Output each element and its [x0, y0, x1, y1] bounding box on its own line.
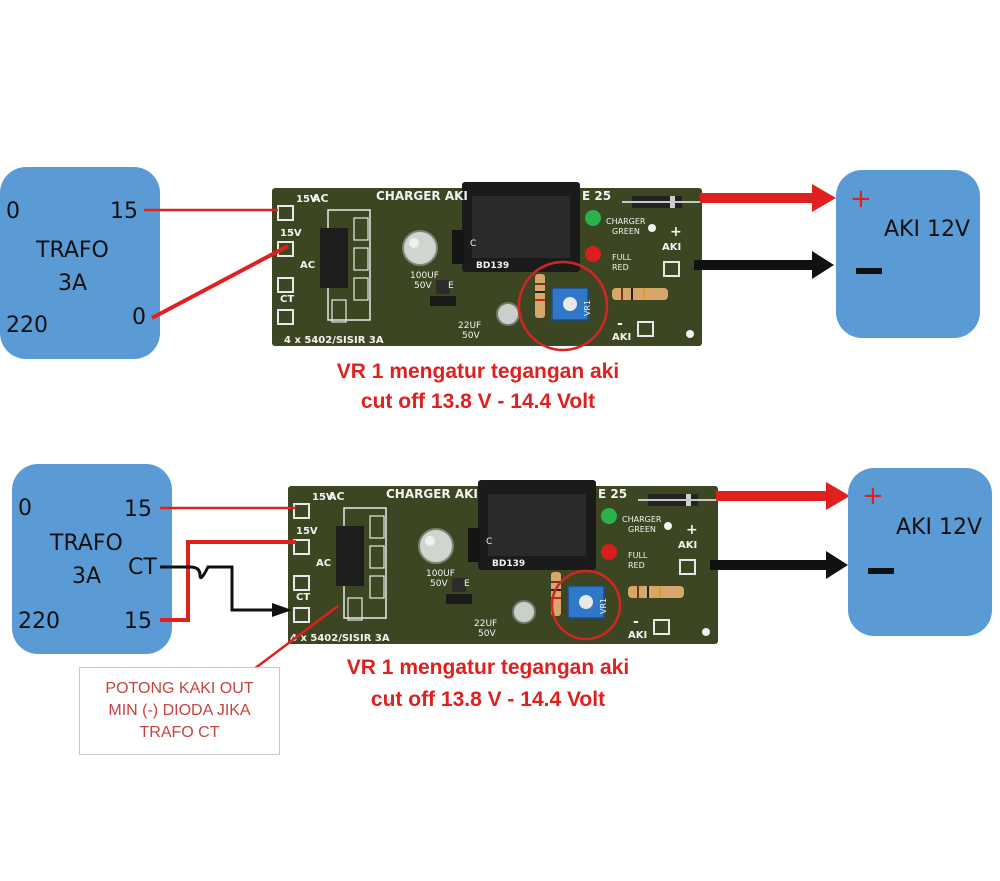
pcb-vr-label: VR1	[583, 300, 592, 316]
pcb2-led-red-label: FULL	[628, 551, 648, 560]
negative-arrow-head	[812, 251, 834, 279]
pcb2-ct-label: CT	[296, 592, 310, 603]
pcb-diode-spec: 4 x 5402/SISIR 3A	[284, 335, 384, 346]
trafo-ct-label-ct: CT	[128, 555, 157, 580]
pcb-transistor: BD139	[476, 261, 509, 271]
pcb-cap-small: 22UF	[458, 321, 481, 331]
vr1-highlight-circle	[517, 260, 609, 352]
pcb2-vr-label: VR1	[599, 598, 608, 614]
pcb2-cap-large: 100UF	[426, 569, 455, 579]
pcb-led-red-label: FULL	[612, 253, 632, 262]
pcb-cap-large-v: 50V	[414, 281, 432, 291]
pcb2-aki-plus: +	[686, 522, 698, 538]
pcb2-title: CHARGER AKI	[386, 487, 478, 501]
battery-plus: +	[850, 184, 872, 214]
pcb-aki-minus: -	[617, 316, 623, 332]
pcb2-ac-label: AC	[328, 490, 345, 503]
pcb2-transistor: BD139	[492, 559, 525, 569]
battery-name-2: AKI 12V	[896, 515, 982, 540]
pcb2-led-red-color: RED	[628, 561, 645, 570]
pcb-title: CHARGER AKI	[376, 189, 468, 203]
pcb-cap-c: C	[470, 239, 476, 249]
pcb2-aki-minus: -	[633, 614, 639, 630]
pcb-ac-label: AC	[312, 192, 329, 205]
battery-box	[836, 170, 980, 338]
ct-note-line-1: POTONG KAKI OUT	[105, 680, 254, 697]
trafo-ct-label-220: 220	[18, 609, 60, 634]
pcb2-aki-label-2: AKI	[628, 630, 647, 641]
trafo-label-15: 15	[110, 199, 138, 224]
trafo-ct-rating: 3A	[72, 564, 101, 589]
pcb2-ac-label-2: AC	[316, 558, 331, 569]
caption-2-line-1: VR 1 mengatur tegangan aki	[347, 656, 629, 679]
caption-line-2: cut off 13.8 V - 14.4 Volt	[361, 390, 595, 413]
pcb-led-red-color: RED	[612, 263, 629, 272]
pcb2-title-suffix: E 25	[598, 487, 627, 501]
negative-arrow-head-2	[826, 551, 848, 579]
positive-arrow-head-2	[826, 482, 850, 510]
ct-note-line-3: TRAFO CT	[139, 724, 220, 741]
trafo-label-220: 220	[6, 313, 48, 338]
trafo-ct-label-15-top: 15	[124, 497, 152, 522]
trafo-label-0: 0	[6, 199, 20, 224]
pcb2-15v-label-2: 15V	[296, 526, 318, 537]
pcb-led-green-color: GREEN	[612, 227, 640, 236]
pcb2-cap-e: E	[464, 579, 470, 589]
wire-0v	[151, 244, 289, 320]
pcb-title-suffix: E 25	[582, 189, 611, 203]
pcb-cap-small-v: 50V	[462, 331, 480, 341]
pcb-ac-label-2: AC	[300, 260, 315, 271]
battery-name: AKI 12V	[884, 217, 970, 242]
pcb-ct-label: CT	[280, 294, 294, 305]
pcb-aki-label-2: AKI	[612, 332, 631, 343]
pcb-15v-label-2: 15V	[280, 228, 302, 239]
battery-box-2	[848, 468, 992, 636]
pcb-aki-label: AKI	[662, 242, 681, 253]
pcb2-cap-c: C	[486, 537, 492, 547]
pcb-board: 15V 15V AC AC CT CHARGER AKI E 25 100UF …	[271, 181, 703, 347]
trafo-name: TRAFO	[35, 238, 109, 263]
pcb-15v-label: 15V	[296, 194, 318, 205]
trafo-ct-label-0: 0	[18, 496, 32, 521]
trafo-ct-label-15-bottom: 15	[124, 609, 152, 634]
battery-minus-mark-2	[868, 568, 894, 574]
battery-plus-2: +	[862, 481, 884, 511]
pcb2-cap-small-v: 50V	[478, 629, 496, 639]
ct-note-box: POTONG KAKI OUT MIN (-) DIODA JIKA TRAFO…	[79, 667, 280, 755]
pcb2-cap-large-v: 50V	[430, 579, 448, 589]
diagram-1: 0 15 TRAFO 3A 220 0 15V 15V AC AC CT CHA…	[0, 167, 980, 413]
pcb-cap-e: E	[448, 281, 454, 291]
trafo-label-0-out: 0	[132, 305, 146, 330]
trafo-rating: 3A	[58, 271, 87, 296]
ct-note-line-2: MIN (-) DIODA JIKA	[108, 702, 251, 719]
pcb-led-green-label: CHARGER	[606, 217, 646, 226]
pcb2-aki-label: AKI	[678, 540, 697, 551]
caption-line-1: VR 1 mengatur tegangan aki	[337, 360, 619, 383]
wire-ct-15-bottom	[160, 540, 296, 622]
battery-minus-mark	[856, 268, 882, 274]
pcb2-cap-small: 22UF	[474, 619, 497, 629]
diagram-2: 0 15 TRAFO 3A CT 220 15 15V 15V AC AC CT…	[12, 464, 992, 711]
trafo-ct-box	[12, 464, 172, 654]
caption-2-line-2: cut off 13.8 V - 14.4 Volt	[371, 688, 605, 711]
positive-arrow-head	[812, 184, 836, 212]
wire-ct-center	[160, 565, 272, 612]
pcb2-15v-label: 15V	[312, 492, 334, 503]
pcb2-led-green-label: CHARGER	[622, 515, 662, 524]
pcb-cap-large: 100UF	[410, 271, 439, 281]
pcb-board-2: 15V 15V AC AC CT CHARGER AKI E 25 100UF …	[287, 479, 719, 645]
pcb-aki-plus: +	[670, 224, 682, 240]
trafo-box	[0, 167, 160, 359]
pcb2-led-green-color: GREEN	[628, 525, 656, 534]
vr1-highlight-circle-2	[550, 569, 622, 641]
pcb2-diode-spec: 4 x 5402/SISIR 3A	[290, 633, 390, 644]
note-pointer-line	[249, 605, 339, 673]
trafo-ct-name: TRAFO	[49, 531, 123, 556]
ct-arrow-head	[272, 603, 292, 617]
